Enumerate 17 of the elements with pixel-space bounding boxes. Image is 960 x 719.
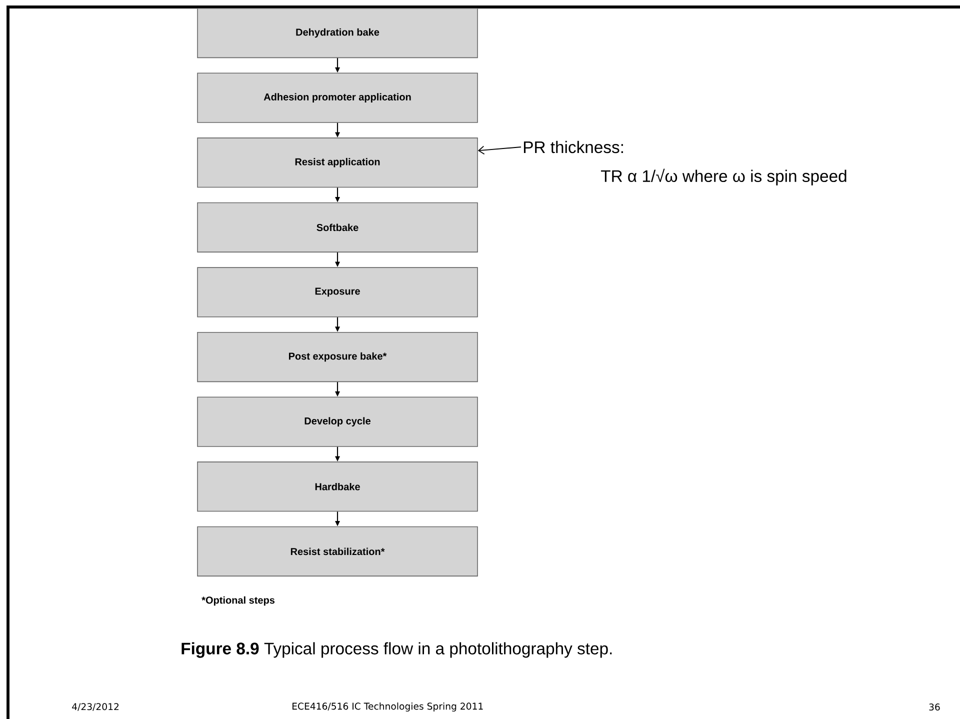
annotation-text: TR α 1/√ω where ω is spin speed [600,168,846,186]
process-box: Resist stabilization* [197,526,478,576]
process-box: Softbake [197,202,478,252]
footer-date: 4/23/2012 [72,703,118,711]
process-box: Exposure [197,267,478,318]
process-box: Adhesion promoter application [197,72,478,123]
process-box: Develop cycle [197,396,478,447]
process-box: Hardbake [197,462,478,512]
footer-text: ECE416/516 IC Technologies Spring 2011 [292,702,483,712]
page-number: 36 [929,703,940,711]
process-box: Dehydration bake [197,8,478,58]
footnote-text: *Optional steps [202,596,275,606]
arrow [478,146,522,155]
process-box: Resist application [197,138,478,188]
annotation-text: PR thickness: [524,140,623,154]
figure-caption: Figure 8.9 Typical process flow in a photolithography step. [182,642,612,658]
process-box: Post exposure bake* [197,332,478,382]
